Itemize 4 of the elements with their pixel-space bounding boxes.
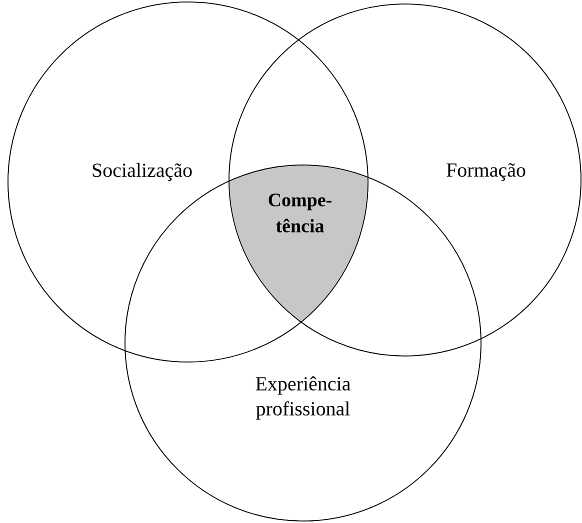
node-text: Socialização [92,162,192,182]
circle-region: Experiência profissional [256,376,350,420]
node-text: Compe- tência [268,194,332,232]
node-text: Formação [446,163,526,181]
